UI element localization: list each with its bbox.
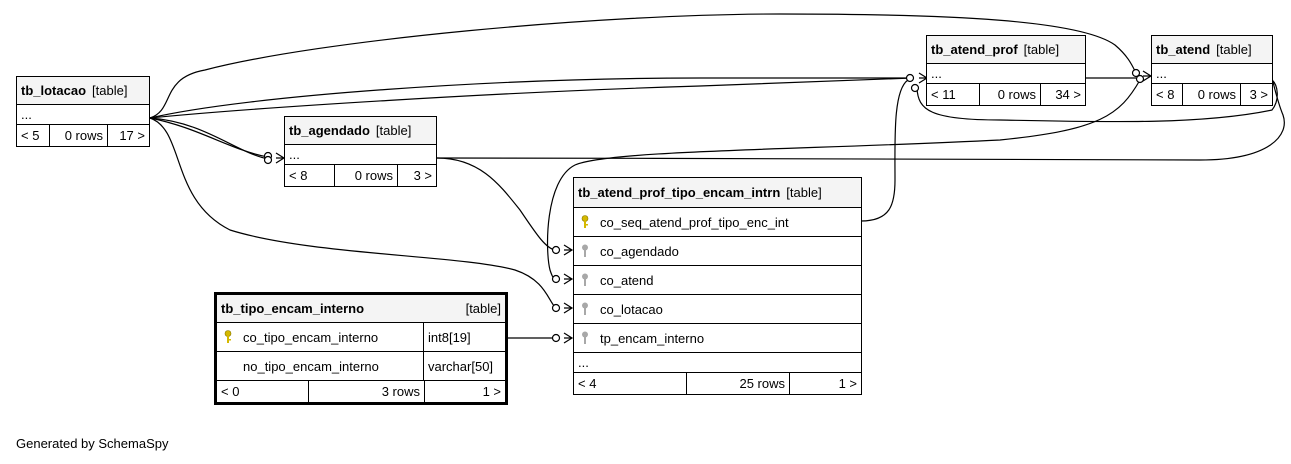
column-name: co_tipo_encam_interno — [243, 329, 379, 345]
children-count[interactable]: 1 > — [482, 384, 501, 399]
table-header: tb_agendado [table] — [285, 117, 436, 145]
table-tb-atend-prof-tipo-encam-intrn[interactable]: tb_atend_prof_tipo_encam_intrn [table] c… — [573, 177, 862, 395]
column-row[interactable]: co_atend — [574, 266, 861, 295]
children-count[interactable]: 1 > — [838, 376, 857, 391]
table-header: tb_lotacao [table] — [17, 77, 149, 105]
edge-agendado-co-agendado — [436, 157, 556, 251]
table-name[interactable]: tb_lotacao — [21, 83, 87, 98]
columns-ellipsis[interactable]: ... — [927, 64, 1085, 84]
foreign-key-icon — [574, 302, 596, 316]
table-footer: < 11 0 rows 34 > — [927, 84, 1085, 105]
parents-count[interactable]: < 11 — [927, 84, 980, 105]
row-count: 25 rows — [687, 373, 790, 394]
table-name[interactable]: tb_atend — [1156, 42, 1211, 57]
children-count[interactable]: 3 > — [413, 168, 432, 183]
table-type: [table] — [1216, 42, 1252, 57]
table-header: tb_atend_prof_tipo_encam_intrn [table] — [574, 178, 861, 208]
edge-atend-prof-atend-loop — [916, 79, 1278, 123]
table-footer: < 8 0 rows 3 > — [1152, 84, 1272, 105]
table-name[interactable]: tb_atend_prof — [931, 42, 1018, 57]
table-tb-atend-prof[interactable]: tb_atend_prof [table] ... < 11 0 rows 34… — [926, 35, 1086, 106]
parents-count[interactable]: < 4 — [574, 373, 687, 394]
row-count: 0 rows — [335, 165, 398, 186]
children-count[interactable]: 34 > — [1055, 87, 1081, 102]
table-type: [table] — [1023, 42, 1060, 57]
children-count[interactable]: 3 > — [1249, 87, 1268, 102]
columns-ellipsis[interactable]: ... — [1152, 64, 1272, 84]
column-datatype: varchar[50] — [423, 352, 493, 380]
table-type: [table] — [375, 123, 412, 138]
primary-key-icon — [217, 330, 239, 344]
edge-lotacao-atend-prof-a — [149, 77, 910, 119]
table-header: tb_atend [table] — [1152, 36, 1272, 64]
table-name[interactable]: tb_atend_prof_tipo_encam_intrn — [578, 185, 781, 200]
edge-lotacao-atend-prof-b — [149, 77, 913, 119]
generated-by-label: Generated by SchemaSpy — [16, 436, 169, 451]
row-count: 0 rows — [980, 84, 1041, 105]
column-name: no_tipo_encam_interno — [243, 358, 379, 374]
row-count: 3 rows — [309, 381, 425, 402]
table-footer: < 5 0 rows 17 > — [17, 125, 149, 146]
column-datatype: int8[19] — [423, 323, 471, 351]
parents-count[interactable]: < 0 — [217, 381, 309, 402]
children-count[interactable]: 17 > — [119, 128, 145, 143]
edge-lotacao-co-lotacao — [149, 117, 556, 308]
edge-coseq-atend-prof — [860, 79, 909, 222]
row-count: 0 rows — [50, 125, 108, 146]
row-count: 0 rows — [1183, 84, 1241, 105]
columns-ellipsis[interactable]: ... — [574, 353, 861, 373]
table-tb-tipo-encam-interno[interactable]: tb_tipo_encam_interno [table] co_tipo_en… — [214, 292, 508, 405]
foreign-key-icon — [574, 244, 596, 258]
table-header: tb_tipo_encam_interno [table] — [217, 295, 505, 323]
parents-count[interactable]: < 8 — [285, 165, 335, 186]
edge-lotacao-agendado-b — [149, 117, 269, 160]
foreign-key-icon — [574, 331, 596, 345]
column-name: co_lotacao — [600, 301, 663, 317]
table-name[interactable]: tb_agendado — [289, 123, 370, 138]
table-footer: < 8 0 rows 3 > — [285, 165, 436, 186]
edge-lotacao-atend — [149, 13, 1137, 119]
table-type: [table] — [92, 83, 128, 98]
table-tb-atend[interactable]: tb_atend [table] ... < 8 0 rows 3 > — [1151, 35, 1273, 106]
column-row[interactable]: co_lotacao — [574, 295, 861, 324]
column-name: co_atend — [600, 272, 654, 288]
column-row[interactable]: co_tipo_encam_interno int8[19] — [217, 323, 505, 352]
table-footer: < 0 3 rows 1 > — [217, 381, 505, 402]
table-name[interactable]: tb_tipo_encam_interno — [221, 301, 365, 316]
column-row[interactable]: co_agendado — [574, 237, 861, 266]
column-row[interactable]: tp_encam_interno — [574, 324, 861, 353]
edge-agendado-atend — [436, 77, 1285, 161]
table-footer: < 4 25 rows 1 > — [574, 373, 861, 394]
column-name: co_seq_atend_prof_tipo_enc_int — [600, 214, 789, 230]
table-tb-agendado[interactable]: tb_agendado [table] ... < 8 0 rows 3 > — [284, 116, 437, 187]
parents-count[interactable]: < 5 — [17, 125, 50, 146]
table-header: tb_atend_prof [table] — [927, 36, 1085, 64]
column-row[interactable]: no_tipo_encam_interno varchar[50] — [217, 352, 505, 381]
table-type: [table] — [786, 185, 822, 200]
edge-lotacao-agendado-a — [149, 117, 269, 158]
column-name: co_agendado — [600, 243, 679, 259]
parents-count[interactable]: < 8 — [1152, 84, 1183, 105]
table-tb-lotacao[interactable]: tb_lotacao [table] ... < 5 0 rows 17 > — [16, 76, 150, 147]
column-row[interactable]: co_seq_atend_prof_tipo_enc_int — [574, 208, 861, 237]
foreign-key-icon — [574, 273, 596, 287]
columns-ellipsis[interactable]: ... — [285, 145, 436, 165]
columns-ellipsis[interactable]: ... — [17, 105, 149, 125]
primary-key-icon — [574, 215, 596, 229]
table-type: [table] — [465, 301, 501, 316]
column-name: tp_encam_interno — [600, 330, 705, 346]
edge-atend-co-atend — [546, 79, 1141, 280]
